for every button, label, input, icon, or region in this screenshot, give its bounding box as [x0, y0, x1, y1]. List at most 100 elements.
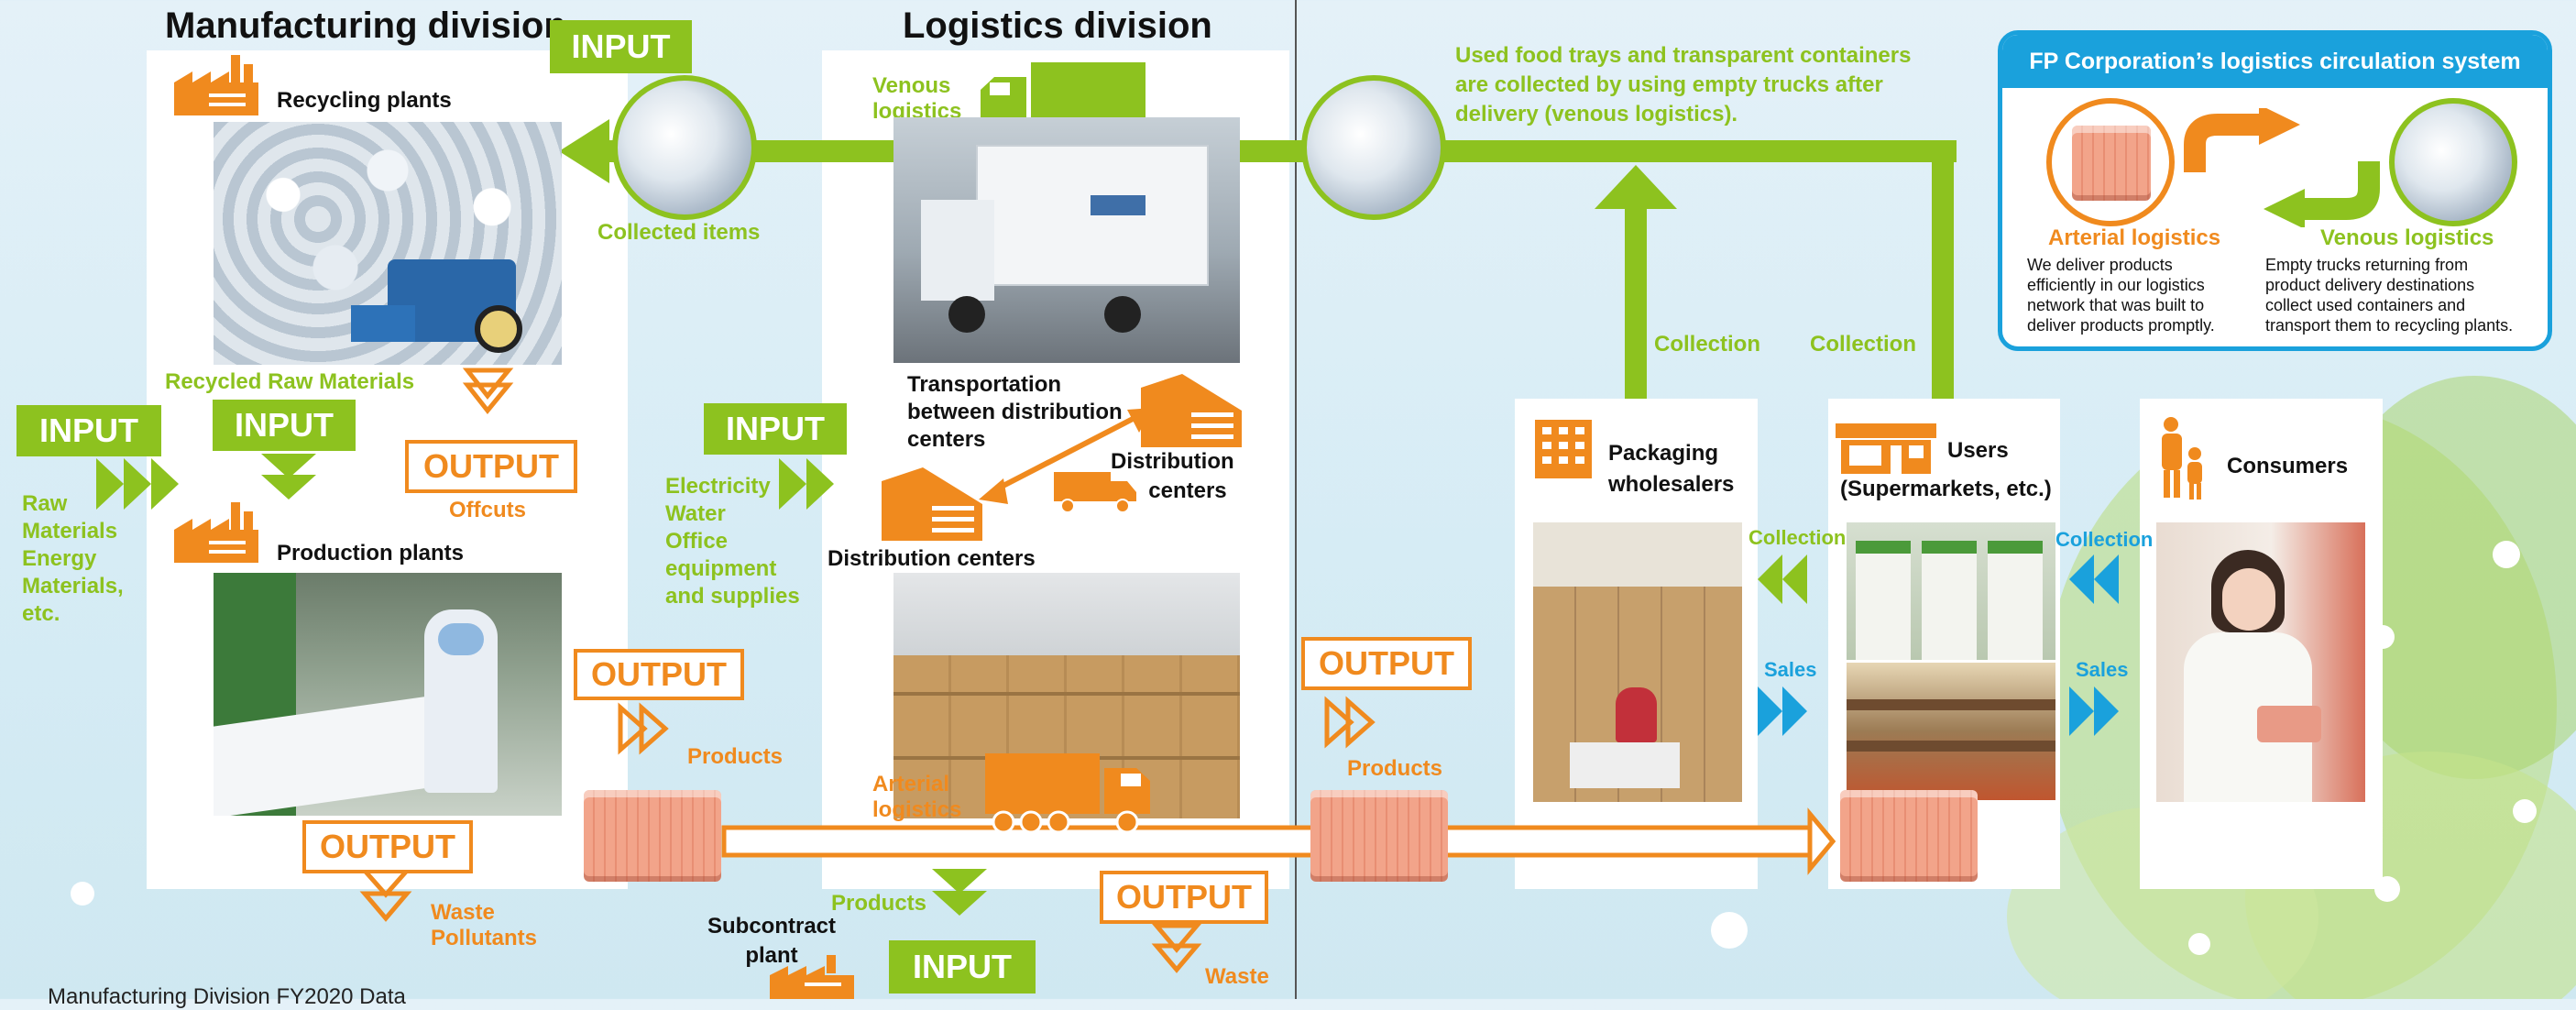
family-icon: [2162, 417, 2202, 500]
output-box-market: OUTPUT: [1301, 637, 1472, 690]
collection-label-1: Collection: [1654, 332, 1761, 357]
venous-text: Empty trucks returning from product deli…: [2265, 255, 2513, 335]
wholesalers-line: wholesalers: [1608, 472, 1735, 497]
collected-items-label: Collected items: [597, 220, 761, 245]
division-divider: [1295, 0, 1297, 999]
supermarket-photo: [1847, 663, 2055, 800]
input-box-logistics: INPUT: [704, 403, 847, 455]
footer-note: Manufacturing Division FY2020 Data: [48, 984, 406, 1009]
raw-input-line: Raw: [22, 491, 68, 516]
users-label: Users: [1947, 438, 2009, 463]
building-icon: [882, 467, 982, 541]
arterial-title: Arterial logistics: [2048, 225, 2221, 250]
products-up-label: Products: [831, 891, 927, 916]
input-line: Electricity: [665, 474, 771, 499]
input-box-bottom: INPUT: [889, 940, 1036, 994]
distribution-centers-right-label: Distribution centers: [1111, 447, 1234, 506]
raw-input-line: Energy: [22, 546, 97, 571]
note-line: delivery (venous logistics).: [1455, 102, 1738, 126]
truck-icon-orange: [985, 753, 1150, 834]
input-line: and supplies: [665, 584, 800, 609]
offcuts-label: Offcuts: [449, 498, 526, 522]
raw-input-line: etc.: [22, 601, 60, 626]
manufacturing-title: Manufacturing division: [165, 5, 566, 46]
waste-pollutants-label: Waste Pollutants: [431, 900, 537, 951]
transportation-line: Transportation: [907, 372, 1062, 397]
waste-label: Waste: [1205, 964, 1269, 989]
truck-photo: [893, 117, 1240, 363]
building-icon: [1535, 420, 1592, 478]
distribution-centers-left-label: Distribution centers: [828, 546, 1036, 571]
input-line: Water: [665, 501, 726, 526]
waste-line: Waste: [431, 900, 495, 925]
collection-label-a: Collection: [1748, 526, 1847, 549]
production-plants-label: Production plants: [277, 541, 464, 565]
raw-input-line: Materials,: [22, 574, 124, 598]
centers-line: centers: [1148, 478, 1227, 503]
input-box-inner: INPUT: [213, 400, 356, 451]
arterial-text-line: We deliver products: [2027, 256, 2173, 274]
users-sub-label: (Supermarkets, etc.): [1840, 477, 2052, 501]
collection-label-b: Collection: [2055, 528, 2154, 551]
packaging-line: Packaging: [1608, 441, 1719, 466]
distribution-line: Distribution: [1111, 449, 1234, 474]
venous-text-line: transport them to recycling plants.: [2265, 316, 2514, 335]
note-line: Used food trays and transparent containe…: [1455, 43, 1912, 68]
transportation-line: between distribution: [907, 400, 1123, 424]
subcontract-line: Subcontract: [707, 914, 837, 939]
output-box-waste: OUTPUT: [302, 820, 473, 873]
transportation-label: Transportation between distribution cent…: [907, 371, 1123, 454]
consumer-photo: [2156, 522, 2365, 802]
subcontract-plant-label: Subcontract plant: [707, 912, 836, 971]
products-label: Products: [687, 744, 784, 769]
used-trays-note: Used food trays and transparent containe…: [1455, 41, 1911, 129]
arterial-circle: [2046, 98, 2175, 226]
logistics-title: Logistics division: [903, 5, 1212, 46]
collection-label-2: Collection: [1810, 332, 1917, 357]
input-line: equipment: [665, 556, 777, 581]
production-plant-photo: [214, 573, 562, 816]
arterial-line: Arterial: [872, 772, 950, 796]
building-icon: [1141, 374, 1242, 447]
raw-input-line: Materials: [22, 519, 118, 543]
arterial-text-line: network that was built to: [2027, 296, 2205, 314]
input-box-left: INPUT: [16, 405, 161, 456]
truck-icon-orange-small: [1054, 472, 1136, 513]
circulation-arrows: [2184, 108, 2380, 227]
plant-line: plant: [745, 943, 798, 968]
recycling-plants-label: Recycling plants: [277, 88, 452, 113]
product-trays: [1840, 790, 1978, 882]
collected-items-circle: [612, 75, 757, 220]
product-trays: [584, 790, 721, 882]
store-icon: [1836, 423, 1936, 474]
pollutants-line: Pollutants: [431, 926, 538, 950]
factory-icon: [174, 502, 258, 563]
venous-line: Venous: [872, 73, 951, 98]
venous-text-line: Empty trucks returning from: [2265, 256, 2469, 274]
venous-circle: [2389, 98, 2517, 226]
products-label-market: Products: [1347, 756, 1443, 781]
output-box-offcuts: OUTPUT: [405, 440, 577, 493]
raw-inputs-list: Raw Materials Energy Materials, etc.: [22, 490, 124, 628]
arterial-logistics-label: Arterial logistics: [872, 772, 961, 823]
wholesaler-photo: [1533, 522, 1742, 802]
input-box-top: INPUT: [550, 20, 692, 73]
note-line: are collected by using empty trucks afte…: [1455, 72, 1883, 97]
product-trays: [1310, 790, 1448, 882]
output-box-products: OUTPUT: [574, 649, 744, 700]
transportation-line: centers: [907, 427, 986, 452]
recycling-bins-photo: [1847, 522, 2055, 660]
recycling-plant-photo: [214, 122, 562, 365]
packaging-wholesalers-label: Packaging wholesalers: [1608, 438, 1734, 500]
recycled-raw-materials-label: Recycled Raw Materials: [165, 369, 415, 394]
sales-label-b: Sales: [2076, 658, 2129, 681]
consumers-label: Consumers: [2227, 454, 2349, 478]
arterial-text: We deliver products efficiently in our l…: [2027, 255, 2215, 335]
venous-title: Venous logistics: [2320, 225, 2494, 250]
logistics-line: logistics: [872, 797, 962, 822]
output-box-logistics-waste: OUTPUT: [1100, 871, 1268, 924]
venous-text-line: product delivery destinations: [2265, 276, 2475, 294]
input-line: Office: [665, 529, 729, 554]
